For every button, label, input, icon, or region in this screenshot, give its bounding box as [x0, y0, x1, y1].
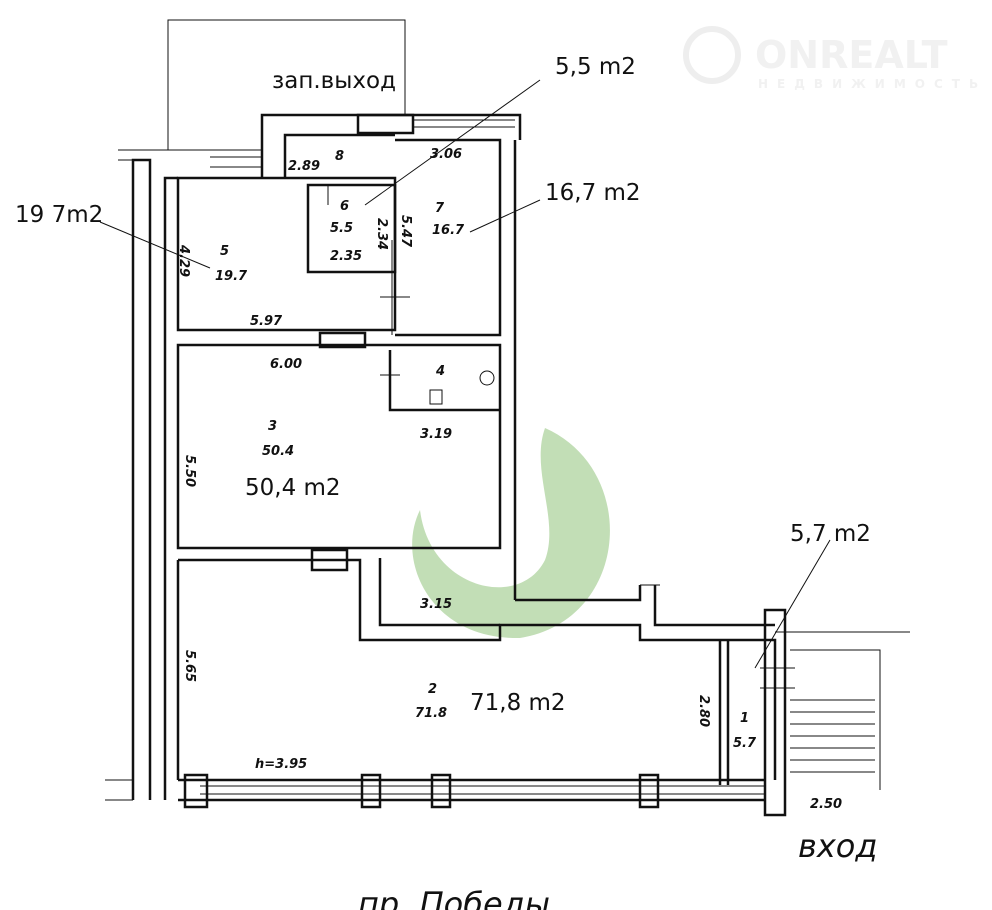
room1-area: 5,7 m2 [790, 521, 871, 547]
svg-text:ONREALT: ONREALT [755, 33, 948, 77]
svg-text:6.00: 6.00 [270, 357, 302, 372]
room7-area: 16,7 m2 [545, 180, 641, 206]
svg-text:5.97: 5.97 [250, 314, 283, 329]
svg-text:19.7: 19.7 [215, 269, 248, 284]
room3-area: 50,4 m2 [245, 475, 341, 501]
room6-area: 5,5 m2 [555, 54, 636, 80]
svg-text:2.35: 2.35 [330, 249, 362, 264]
svg-text:5: 5 [220, 244, 229, 259]
room5-area: 19 7m2 [15, 202, 103, 228]
walls [99, 19, 910, 817]
svg-text:5.5: 5.5 [330, 221, 353, 236]
svg-text:4.29: 4.29 [176, 244, 191, 277]
svg-text:5.65: 5.65 [182, 650, 197, 682]
svg-text:НЕДВИЖИМОСТЬ: НЕДВИЖИМОСТЬ [758, 77, 987, 91]
svg-text:5.7: 5.7 [733, 736, 757, 751]
svg-text:3.06: 3.06 [430, 147, 462, 162]
svg-text:3: 3 [268, 419, 277, 434]
svg-text:2.50: 2.50 [810, 797, 842, 812]
svg-text:71.8: 71.8 [415, 706, 447, 721]
svg-text:6: 6 [340, 199, 349, 214]
entrance-label: вход [798, 827, 878, 865]
svg-text:50.4: 50.4 [262, 444, 294, 459]
svg-text:4: 4 [435, 364, 445, 379]
svg-text:5.50: 5.50 [182, 455, 197, 487]
svg-text:3.15: 3.15 [420, 597, 452, 612]
svg-text:5.47: 5.47 [398, 215, 413, 248]
svg-text:2: 2 [428, 682, 437, 697]
leaf-watermark [412, 428, 610, 639]
svg-text:2.34: 2.34 [374, 218, 389, 250]
svg-text:1: 1 [740, 711, 749, 726]
room2-area: 71,8 m2 [470, 690, 566, 716]
svg-text:3.19: 3.19 [420, 427, 452, 442]
svg-text:7: 7 [435, 201, 445, 216]
street-label: пр. Победы [358, 885, 550, 910]
svg-text:16.7: 16.7 [432, 223, 465, 238]
svg-text:h=3.95: h=3.95 [255, 757, 307, 772]
svg-text:2.89: 2.89 [288, 159, 320, 174]
svg-text:8: 8 [335, 149, 344, 164]
emergency-exit-label: зап.выход [272, 68, 396, 94]
onrealt-logo: ONREALT НЕДВИЖИМОСТЬ [683, 26, 987, 91]
area-annotations: зап.выход 5,5 m2 16,7 m2 19 7m2 50,4 m2 … [15, 54, 878, 910]
svg-text:2.80: 2.80 [696, 695, 711, 727]
plan-labels: 8 2.89 3.06 6 5.5 2.35 2.34 5.47 7 16.7 … [176, 147, 842, 812]
